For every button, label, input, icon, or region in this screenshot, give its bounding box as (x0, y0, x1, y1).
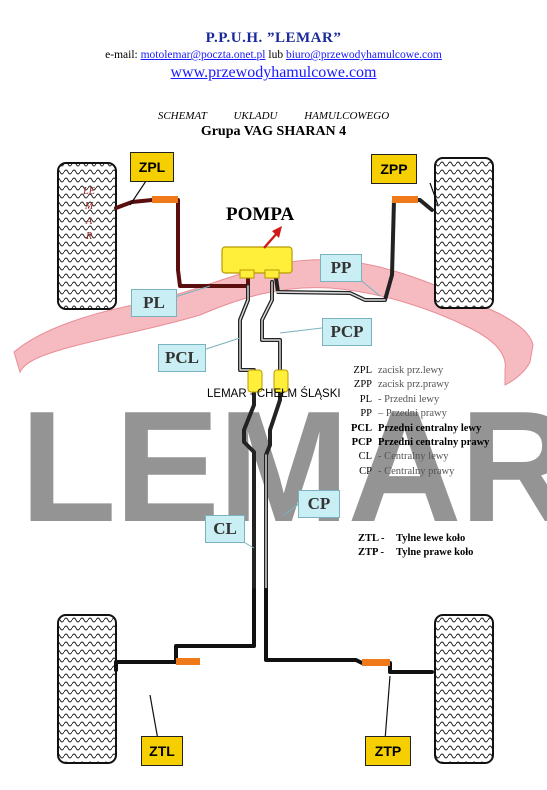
arrow-icon (263, 231, 279, 249)
legend-rear-row: ZTP - Tylne prawe koło (358, 546, 473, 560)
legend-key: PCP (351, 437, 372, 449)
label-cp: CP (298, 490, 340, 518)
legend-rear-key: ZTL - (358, 533, 385, 544)
pipe-cp (264, 388, 282, 592)
fitting-front-right (392, 196, 418, 203)
pump-label: POMPA (226, 204, 295, 225)
legend-row: PP – Przedni prawy (338, 407, 489, 421)
pipe-pl (114, 198, 250, 288)
legend-desc: zacisk prz.prawy (378, 379, 450, 391)
legend-desc: – Przedni prawy (378, 408, 447, 420)
splitter-left (247, 369, 263, 393)
pipe-ztl (114, 588, 256, 672)
tire-lettering: LEMAR (83, 186, 95, 242)
legend-desc: - Centralny lewy (378, 451, 449, 463)
label-pp: PP (320, 254, 362, 282)
email-join: lub (265, 49, 286, 61)
splitter-right (273, 369, 289, 393)
label-ztp: ZTP (365, 736, 411, 766)
pipe-ztp (264, 588, 434, 674)
legend-rear-key: ZTP - (358, 547, 384, 558)
pipe-cl (242, 388, 256, 592)
legend-row: PCP Przedni centralny prawy (338, 436, 490, 450)
label-cl: CL (205, 515, 245, 543)
legend-row: ZPL zacisk prz.lewy (338, 364, 489, 378)
legend-key: ZPP (353, 379, 372, 391)
legend-key: PP (360, 408, 372, 420)
car-outline (13, 259, 534, 386)
legend-key: PL (359, 393, 372, 405)
email-line: e-mail: motolemar@poczta.onet.pl lub biu… (0, 49, 547, 61)
legend-row: CL - Centralny lewy (338, 450, 489, 464)
label-pl: PL (131, 289, 177, 317)
legend-key: PCL (351, 422, 372, 434)
tire-front-left (57, 162, 117, 310)
tire-rear-right (434, 614, 494, 764)
group-title: Grupa VAG SHARAN 4 (200, 124, 347, 139)
label-pcp: PCP (322, 318, 372, 346)
legend-rear-desc: Tylne prawe koło (396, 547, 474, 558)
legend-key: CP (359, 465, 372, 477)
legend-rear-desc: Tylne lewe koło (396, 533, 466, 544)
watermark-subtitle: LEMAR - CHEŁM ŚLĄSKI (207, 388, 341, 400)
label-pcl: PCL (158, 344, 206, 372)
legend-desc: Przedni centralny prawy (378, 437, 490, 449)
label-zpp: ZPP (371, 154, 417, 184)
fitting-rear-right (362, 659, 390, 666)
legend-key: ZPL (353, 365, 372, 376)
legend-row: PL - Przedni lewy (338, 393, 489, 407)
legend-desc: Przedni centralny lewy (378, 422, 482, 434)
pipe-pcp (260, 280, 282, 374)
brake-pump (221, 246, 293, 274)
label-zpl: ZPL (130, 152, 174, 182)
legend-row: ZPP zacisk prz.prawy (338, 378, 489, 392)
schema-title: SCHEMAT UKLADU HAMULCOWEGO (157, 110, 390, 122)
legend-desc: zacisk prz.lewy (378, 365, 444, 376)
legend-desc: - Przedni lewy (378, 393, 440, 405)
tire-front-right (434, 157, 494, 309)
email-link-1[interactable]: motolemar@poczta.onet.pl (140, 49, 266, 61)
website-link[interactable]: www.przewodyhamulcowe.com (170, 64, 377, 81)
email-prefix: e-mail: (105, 49, 141, 61)
email-link-2[interactable]: biuro@przewodyhamulcowe.com (285, 49, 442, 61)
tire-rear-left (57, 614, 117, 764)
label-ztl: ZTL (141, 736, 183, 766)
company-name: P.P.U.H. ”LEMAR” (205, 30, 342, 46)
legend-desc: - Centralny prawy (378, 465, 455, 477)
legend-rear-row: ZTL - Tylne lewe koło (358, 532, 473, 546)
fitting-rear-left (176, 658, 200, 665)
fitting-front-left (152, 196, 178, 203)
legend-row: CP - Centralny prawy (338, 465, 489, 479)
legend-row: PCL Przedni centralny lewy (338, 422, 489, 436)
legend-key: CL (358, 451, 372, 463)
watermark-logo: LEMAR (20, 379, 547, 555)
